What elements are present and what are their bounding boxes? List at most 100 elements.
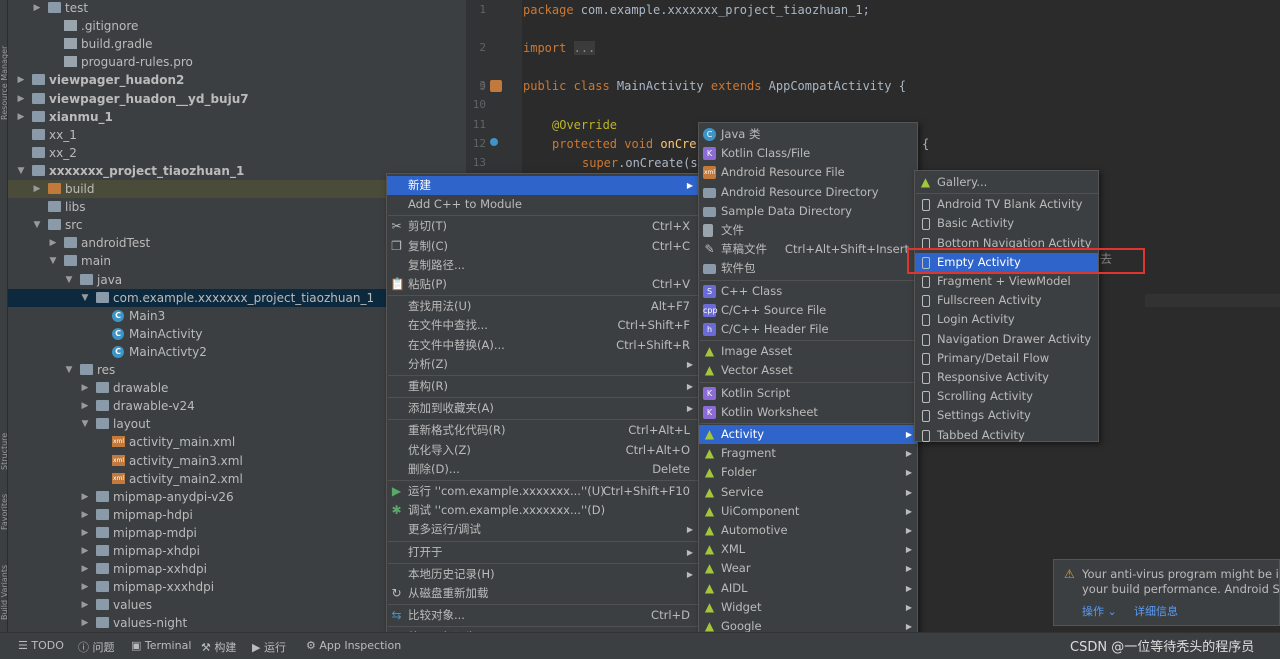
new-menu-item[interactable]: ▲Activity▶ (699, 425, 917, 444)
bottom-tab[interactable]: ⚙ App Inspection (306, 639, 401, 652)
structure-tab[interactable]: Structure (0, 432, 8, 470)
collapse-arrow-icon[interactable]: ▼ (81, 419, 89, 430)
context-menu-item[interactable]: ❐复制(C)Ctrl+C (387, 237, 698, 256)
expand-arrow-icon[interactable]: ▶ (81, 509, 89, 520)
code-line-12[interactable]: protected void onCre (552, 137, 697, 151)
new-menu-item[interactable]: ▲Automotive▶ (699, 521, 917, 540)
tree-item[interactable]: .gitignore (8, 17, 466, 35)
context-menu-item[interactable]: 添加到收藏夹(A)▶ (387, 399, 698, 418)
code-line-11[interactable]: @Override (552, 118, 618, 132)
tree-item[interactable]: ▼layout (8, 415, 466, 433)
tree-item[interactable]: ▼java (8, 271, 466, 289)
tree-item[interactable]: ▶androidTest (8, 234, 466, 252)
bottom-tab[interactable]: ⓘ 问题 (78, 639, 115, 655)
context-menu-item[interactable]: 📋粘贴(P)Ctrl+V (387, 275, 698, 294)
collapse-arrow-icon[interactable]: ▼ (33, 220, 41, 231)
new-menu-item[interactable]: ▲Folder▶ (699, 463, 917, 482)
expand-arrow-icon[interactable]: ▶ (33, 184, 41, 194)
new-menu-item[interactable]: ▲Service▶ (699, 483, 917, 502)
new-menu-item[interactable]: 文件 (699, 221, 917, 240)
new-menu-item[interactable]: ▲Vector Asset (699, 361, 917, 380)
context-menu-item[interactable]: ↻从磁盘重新加载 (387, 584, 698, 603)
tree-item[interactable]: ▼com.example.xxxxxxx_project_tiaozhuan_1 (8, 288, 466, 307)
activity-gutter-icon[interactable] (490, 80, 502, 92)
code-line-3[interactable]: import ... (523, 41, 596, 55)
activity-menu-item[interactable]: Empty Activity (915, 252, 1098, 272)
activity-menu-item[interactable]: ▲Gallery... (915, 173, 1098, 192)
code-line-1[interactable]: package com.example.xxxxxxx_project_tiao… (523, 3, 870, 17)
context-menu-item[interactable]: 本地历史记录(H)▶ (387, 565, 698, 584)
bottom-tab[interactable]: ☰ TODO (18, 639, 64, 652)
code-line-9[interactable]: public class MainActivity extends AppCom… (523, 79, 906, 93)
expand-arrow-icon[interactable]: ▶ (81, 582, 89, 593)
tree-item[interactable]: ▶xianmu_1 (8, 108, 466, 126)
tree-item[interactable]: ▼xxxxxxx_project_tiaozhuan_1 (8, 162, 466, 180)
context-menu-item[interactable]: ⇆比较对象...Ctrl+D (387, 606, 698, 625)
tree-item[interactable]: ▶build (8, 180, 466, 198)
context-menu-item[interactable]: 在文件中查找...Ctrl+Shift+F (387, 316, 698, 335)
tree-item[interactable]: ▶mipmap-hdpi (8, 506, 466, 524)
context-menu-item[interactable]: 删除(D)...Delete (387, 460, 698, 479)
tree-item[interactable]: ▶mipmap-anydpi-v26 (8, 488, 466, 506)
bottom-tab[interactable]: ▣ Terminal (131, 639, 191, 652)
notification-details-link[interactable]: 详细信息 (1134, 605, 1178, 618)
collapse-arrow-icon[interactable]: ▼ (65, 274, 73, 285)
collapse-arrow-icon[interactable]: ▼ (81, 292, 89, 303)
activity-menu-item[interactable]: Login Activity (915, 310, 1098, 329)
tree-item[interactable]: ▶mipmap-xhdpi (8, 542, 466, 560)
favorites-tab[interactable]: Favorites (0, 493, 8, 530)
resource-manager-tab[interactable]: Resource Manager (0, 45, 8, 120)
expand-arrow-icon[interactable]: ▶ (17, 111, 25, 122)
tree-item[interactable]: ▶mipmap-mdpi (8, 524, 466, 542)
tree-item[interactable]: xx_2 (8, 144, 466, 162)
activity-menu-item[interactable]: Android TV Blank Activity (915, 195, 1098, 214)
context-menu-item[interactable]: Add C++ to Module (387, 195, 698, 214)
collapse-arrow-icon[interactable]: ▼ (65, 365, 73, 375)
expand-arrow-icon[interactable]: ▶ (17, 75, 25, 86)
activity-menu-item[interactable]: Primary/Detail Flow (915, 349, 1098, 368)
expand-arrow-icon[interactable]: ▶ (81, 383, 89, 394)
context-menu-item[interactable]: 打开于▶ (387, 543, 698, 562)
override-gutter-icon[interactable] (490, 138, 498, 146)
tree-item[interactable]: build.gradle (8, 35, 466, 53)
new-menu-item[interactable]: ▲AIDL▶ (699, 579, 917, 598)
new-menu-item[interactable]: 软件包 (699, 259, 917, 278)
context-menu-item[interactable]: 分析(Z)▶ (387, 355, 698, 374)
tree-item[interactable]: ▶viewpager_huadon2 (8, 71, 466, 89)
expand-arrow-icon[interactable]: ▶ (81, 618, 89, 629)
context-menu-item[interactable]: 更多运行/调试▶ (387, 520, 698, 539)
tree-item[interactable]: ▶values (8, 596, 466, 614)
context-menu-item[interactable]: 复制路径... (387, 256, 698, 275)
new-menu-item[interactable]: ▲Google▶ (699, 617, 917, 636)
context-menu-item[interactable]: ✱调试 ''com.example.xxxxxxx...''(D) (387, 501, 698, 520)
collapse-arrow-icon[interactable]: ▼ (49, 256, 57, 267)
new-menu-item[interactable]: ▲XML▶ (699, 540, 917, 559)
new-menu-item[interactable]: ▲Widget▶ (699, 598, 917, 617)
tree-item[interactable]: ▶drawable (8, 379, 466, 397)
context-menu-item[interactable]: 在文件中替换(A)...Ctrl+Shift+R (387, 336, 698, 355)
notification-actions-link[interactable]: 操作 ⌄ (1082, 605, 1117, 618)
expand-arrow-icon[interactable]: ▶ (81, 401, 89, 412)
bottom-tab[interactable]: ▶ 运行 (252, 639, 286, 655)
new-menu-item[interactable]: ▲Fragment▶ (699, 444, 917, 463)
new-menu-item[interactable]: ▲Wear▶ (699, 559, 917, 578)
build-variants-tab[interactable]: Build Variants (0, 564, 8, 620)
expand-arrow-icon[interactable]: ▶ (49, 238, 57, 249)
activity-menu-item[interactable]: Fragment + ViewModel (915, 272, 1098, 291)
tree-item[interactable]: ▶values-night (8, 614, 466, 632)
tree-item[interactable]: ▶mipmap-xxhdpi (8, 560, 466, 578)
new-menu-item[interactable]: ▲Image Asset (699, 342, 917, 361)
tree-item[interactable]: libs (8, 198, 466, 216)
new-menu-item[interactable]: Sample Data Directory (699, 202, 917, 221)
